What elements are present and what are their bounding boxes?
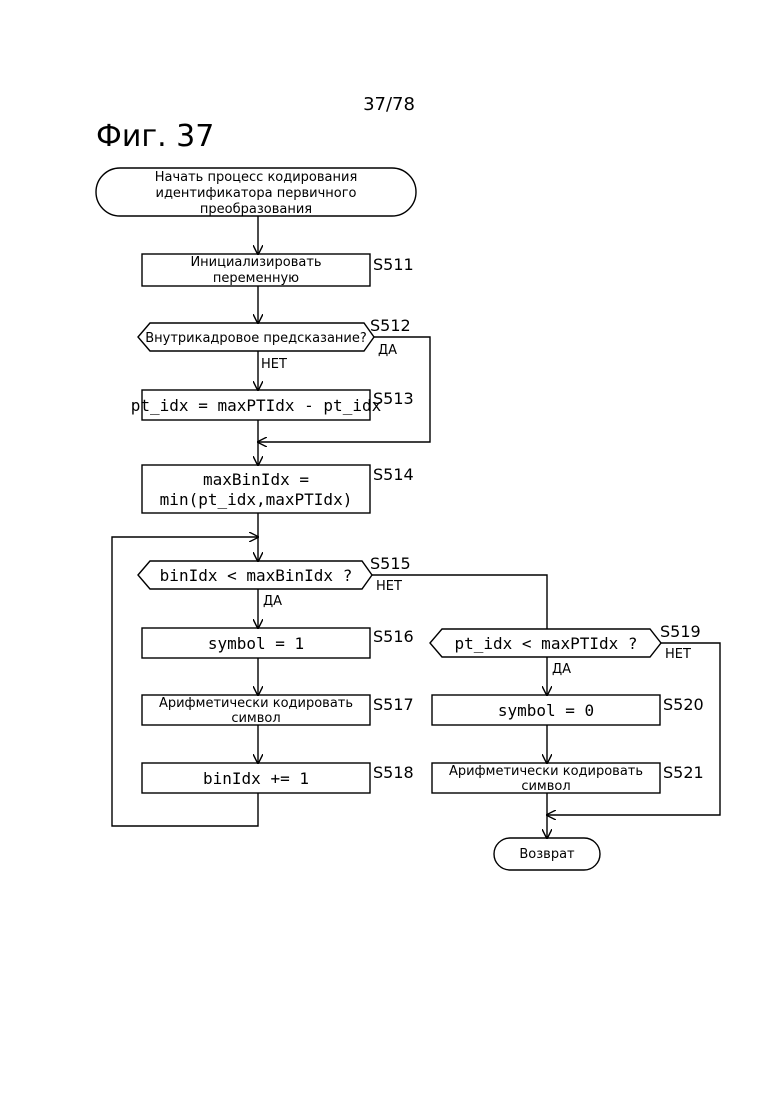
s517-line-2: символ bbox=[231, 711, 280, 726]
s511-line-2: переменную bbox=[213, 271, 299, 286]
end-terminator: Возврат bbox=[494, 838, 600, 870]
step-label-s517: S517 bbox=[373, 695, 414, 714]
s515-no-label: НЕТ bbox=[376, 579, 402, 594]
s519-no-label: НЕТ bbox=[665, 647, 691, 662]
decision-s519: pt_idx < maxPTIdx ? S519 НЕТ ДА bbox=[430, 622, 701, 677]
s517-line-1: Арифметически кодировать bbox=[159, 696, 353, 711]
s521-line-2: символ bbox=[521, 779, 570, 794]
step-label-s515: S515 bbox=[370, 554, 411, 573]
process-s521: Арифметически кодировать символ S521 bbox=[432, 763, 704, 794]
step-label-s511: S511 bbox=[373, 255, 414, 274]
step-label-s521: S521 bbox=[663, 763, 704, 782]
start-line-3: преобразования bbox=[200, 202, 312, 217]
s514-line-2: min(pt_idx,maxPTIdx) bbox=[160, 490, 353, 509]
process-s514: maxBinIdx = min(pt_idx,maxPTIdx) S514 bbox=[142, 465, 414, 513]
page-number: 37/78 bbox=[363, 94, 415, 115]
s513-text: pt_idx = maxPTIdx - pt_idx bbox=[131, 396, 382, 415]
step-label-s518: S518 bbox=[373, 763, 414, 782]
s519-text: pt_idx < maxPTIdx ? bbox=[454, 634, 637, 653]
process-s516: symbol = 1 S516 bbox=[142, 627, 414, 658]
step-label-s516: S516 bbox=[373, 627, 414, 646]
start-line-1: Начать процесс кодирования bbox=[155, 170, 358, 185]
process-s511: Инициализировать переменную S511 bbox=[142, 254, 414, 286]
connectors bbox=[112, 216, 720, 838]
s512-no-label: НЕТ bbox=[261, 357, 287, 372]
process-s513: pt_idx = maxPTIdx - pt_idx S513 bbox=[131, 389, 414, 420]
step-label-s514: S514 bbox=[373, 465, 414, 484]
s511-line-1: Инициализировать bbox=[190, 255, 321, 270]
end-text: Возврат bbox=[519, 847, 575, 862]
s521-line-1: Арифметически кодировать bbox=[449, 764, 643, 779]
step-label-s519: S519 bbox=[660, 622, 701, 641]
start-line-2: идентификатора первичного bbox=[156, 186, 357, 201]
step-label-s512: S512 bbox=[370, 316, 411, 335]
s514-line-1: maxBinIdx = bbox=[203, 470, 309, 489]
s520-text: symbol = 0 bbox=[498, 701, 594, 720]
step-label-s513: S513 bbox=[373, 389, 414, 408]
decision-s515: binIdx < maxBinIdx ? S515 НЕТ ДА bbox=[138, 554, 411, 609]
s516-text: symbol = 1 bbox=[208, 634, 304, 653]
step-label-s520: S520 bbox=[663, 695, 704, 714]
process-s518: binIdx += 1 S518 bbox=[142, 763, 414, 793]
process-s520: symbol = 0 S520 bbox=[432, 695, 704, 725]
s515-yes-label: ДА bbox=[263, 594, 282, 609]
s518-text: binIdx += 1 bbox=[203, 769, 309, 788]
start-terminator: Начать процесс кодирования идентификатор… bbox=[96, 168, 416, 217]
s512-text: Внутрикадровое предсказание? bbox=[145, 331, 367, 346]
decision-s512: Внутрикадровое предсказание? S512 ДА НЕТ bbox=[138, 316, 411, 372]
s515-text: binIdx < maxBinIdx ? bbox=[160, 566, 353, 585]
s512-yes-label: ДА bbox=[378, 343, 397, 358]
figure-title: Фиг. 37 bbox=[96, 119, 214, 154]
s519-yes-label: ДА bbox=[552, 662, 571, 677]
process-s517: Арифметически кодировать символ S517 bbox=[142, 695, 414, 726]
